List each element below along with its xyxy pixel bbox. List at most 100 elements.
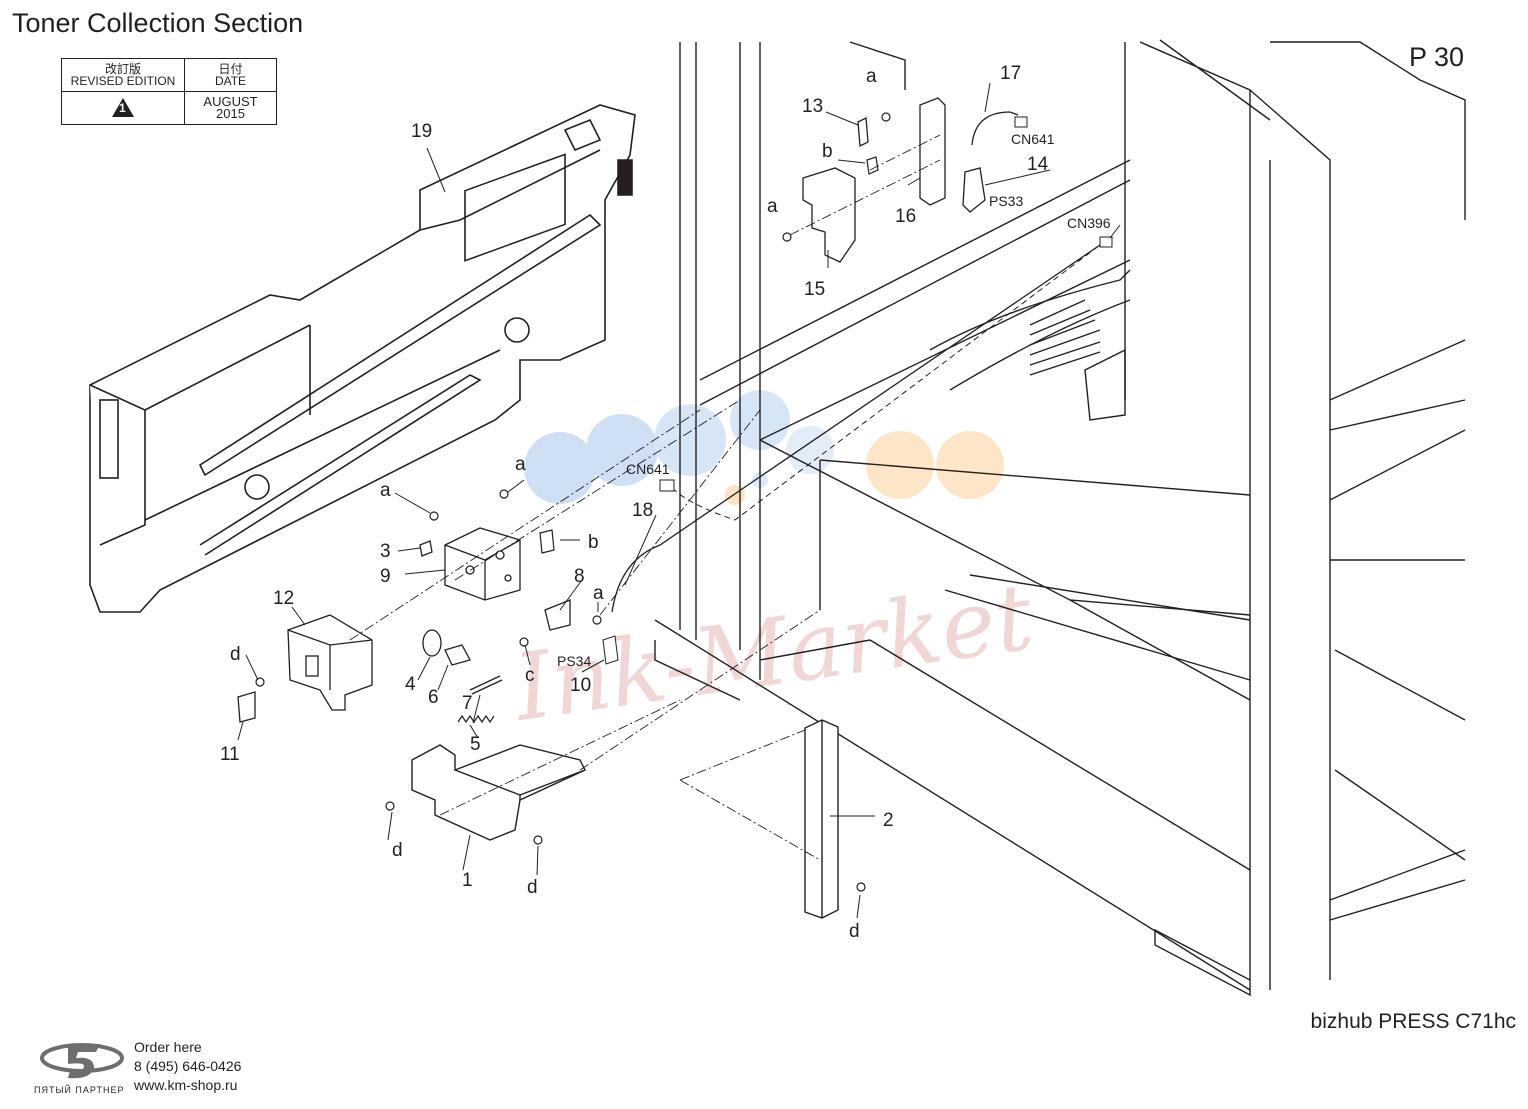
tray-vent-slots [1029, 299, 1101, 376]
part-16-bracket [919, 97, 946, 206]
callout-d: d [527, 877, 538, 898]
page-number: P 30 [1408, 42, 1464, 72]
connector-cn641-upper-icon [1014, 116, 1028, 128]
callout-a: a [515, 454, 526, 475]
order-label: Order here [134, 1039, 202, 1055]
screws [255, 112, 891, 892]
part-18-harness [611, 244, 1101, 613]
clip-b-icon [866, 156, 879, 175]
watermark-dot [654, 404, 726, 476]
screw-d-icon [533, 835, 543, 845]
callout-d: d [849, 921, 860, 942]
page-title: Toner Collection Section [12, 8, 304, 38]
callout-11: 11 [220, 744, 240, 765]
part-1-duct-bracket [411, 744, 586, 841]
callout-a: a [767, 196, 778, 217]
callout-10: 10 [570, 675, 591, 696]
revision-edition-cell: 1 [61, 91, 185, 125]
callout-18: 18 [632, 500, 653, 521]
frame-right-column [1124, 41, 1331, 990]
part-19-toner-collection-box [89, 104, 636, 613]
harness-route-dashed [671, 244, 1101, 521]
order-info: Order here 8 (495) 646-0426 www.km-shop.… [134, 1038, 241, 1095]
part-7-shaft [469, 675, 503, 695]
part-12-holder [287, 614, 373, 711]
callout-9: 9 [380, 566, 391, 587]
frame-base [654, 574, 1251, 991]
revision-header-edition: 改訂版 REVISED EDITION [61, 58, 185, 92]
callout-b: b [588, 532, 599, 553]
watermark-dot [866, 431, 934, 499]
screw-d-icon [385, 801, 395, 811]
callout-2: 2 [883, 810, 894, 831]
watermark-dot [725, 485, 745, 505]
machine-frame [654, 39, 1466, 997]
part-3-small-plate [419, 540, 433, 557]
callout-4: 4 [405, 674, 416, 695]
footer-logo [38, 1036, 128, 1091]
screw-a-icon [782, 232, 792, 242]
label-cn641-lower: CN641 [626, 461, 670, 477]
watermark-dot [936, 431, 1004, 499]
label-ps33: PS33 [989, 193, 1023, 209]
order-phone[interactable]: 8 (495) 646-0426 [134, 1058, 242, 1074]
callout-15: 15 [804, 279, 825, 300]
callout-c: c [525, 665, 535, 686]
part-8-actuator-plate [544, 599, 571, 631]
callout-7: 7 [462, 693, 473, 714]
connector-cn396-icon [1099, 236, 1113, 248]
assembly-lines [349, 134, 941, 861]
frame-left-post [679, 42, 761, 650]
frame-bracket [1084, 348, 1126, 421]
part-14-sensor-ps33 [962, 167, 986, 213]
watermark-dot [524, 432, 596, 504]
part-11-sensor [237, 691, 256, 723]
revision-header-date: 日付 DATE [184, 58, 277, 92]
revision-table: 改訂版 REVISED EDITION 日付 DATE 1 AUGUST 201… [61, 58, 277, 125]
label-cn396: CN396 [1067, 215, 1111, 231]
partner-logo-icon [40, 1043, 124, 1079]
frame-inner-post [759, 440, 871, 680]
callout-14: 14 [1027, 154, 1049, 175]
screw-a-icon [429, 511, 439, 521]
callout-13: 13 [802, 96, 823, 117]
part-4-gear [422, 629, 442, 657]
callout-8: 8 [574, 566, 585, 587]
callout-12: 12 [273, 588, 294, 609]
callout-16: 16 [895, 206, 916, 227]
connector-cn641-lower-icon [659, 479, 675, 492]
callout-b: b [822, 141, 833, 162]
watermark-dot [586, 414, 658, 486]
callout-a: a [380, 480, 391, 501]
callout-19: 19 [411, 121, 432, 142]
callout-5: 5 [470, 734, 481, 755]
order-website-link[interactable]: www.km-shop.ru [134, 1077, 238, 1093]
part-6-shaft-bracket [444, 644, 471, 666]
frame-top-tab [849, 41, 906, 90]
screw-d-icon [856, 882, 866, 892]
frame-top-right [1159, 39, 1466, 220]
part-5-spring [457, 714, 495, 724]
callout-a: a [866, 66, 877, 87]
screw-a-icon [881, 112, 891, 122]
part-2-guide-rail [804, 719, 839, 919]
revision-triangle-icon: 1 [112, 97, 134, 117]
part-13-plate [857, 116, 869, 148]
part-17-harness [971, 111, 1019, 146]
part-9-sensor-bracket-assembly [444, 527, 521, 601]
screw-a-icon [592, 615, 602, 625]
footer-brand: ПЯТЫЙ ПАРТНЕР [34, 1085, 125, 1095]
callout-a: a [593, 583, 604, 604]
screw-c-icon [519, 637, 529, 647]
watermark-dot [786, 426, 834, 474]
callout-1: 1 [462, 870, 473, 891]
screw-a-icon [499, 489, 509, 499]
part-10-sensor-ps34 [602, 635, 619, 665]
callout-d: d [230, 644, 241, 665]
frame-feet [1154, 849, 1466, 997]
label-cn641-upper: CN641 [1011, 131, 1055, 147]
revision-date-cell: AUGUST 2015 [184, 91, 277, 125]
label-ps34: PS34 [557, 653, 591, 669]
watermark-dots [524, 390, 1004, 505]
